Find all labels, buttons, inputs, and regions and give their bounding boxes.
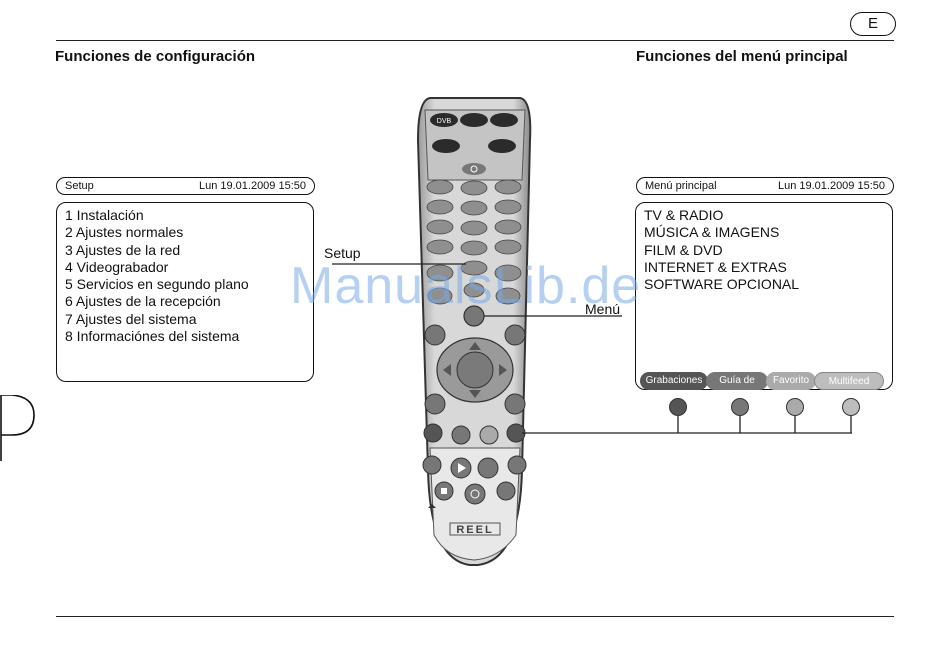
color-button-yellow[interactable]: Favorito bbox=[766, 372, 816, 390]
red-key-dot bbox=[669, 398, 687, 416]
setup-menu: 1 Instalación 2 Ajustes normales 3 Ajust… bbox=[56, 202, 314, 382]
setup-item[interactable]: 5 Servicios en segundo plano bbox=[65, 276, 249, 293]
playback-keys bbox=[422, 455, 527, 505]
setup-item[interactable]: 3 Ajustes de la red bbox=[65, 241, 181, 258]
green-key-dot bbox=[731, 398, 749, 416]
main-menu: TV & RADIO MÚSICA & IMAGENS FILM & DVD I… bbox=[635, 202, 893, 390]
setup-datetime: Lun 19.01.2009 15:50 bbox=[198, 180, 306, 192]
setup-item[interactable]: 2 Ajustes normales bbox=[65, 224, 184, 241]
color-button-red[interactable]: Grabaciones bbox=[640, 372, 708, 390]
setup-item[interactable]: 8 Informaciónes del sistema bbox=[65, 328, 240, 345]
setup-item[interactable]: 7 Ajustes del sistema bbox=[65, 310, 197, 327]
setup-titlebar: Setup Lun 19.01.2009 15:50 bbox=[56, 177, 315, 195]
watermark: ManualsLib.de bbox=[290, 257, 642, 315]
dvb-button bbox=[430, 113, 458, 127]
yellow-key-dot bbox=[786, 398, 804, 416]
bottom-rule bbox=[56, 616, 894, 617]
main-menu-item[interactable]: FILM & DVD bbox=[644, 241, 723, 258]
main-menu-datetime: Lun 19.01.2009 15:50 bbox=[777, 180, 885, 192]
number-pad bbox=[426, 179, 522, 305]
blue-key-dot bbox=[842, 398, 860, 416]
remote-brand: REEL bbox=[456, 524, 493, 536]
left-heading: Funciones de configuración bbox=[55, 48, 256, 65]
main-menu-item[interactable]: SOFTWARE OPCIONAL bbox=[644, 276, 800, 293]
ok-button bbox=[456, 351, 494, 389]
color-button-blue[interactable]: Multifeed bbox=[814, 372, 884, 390]
top-rule bbox=[56, 40, 894, 41]
setup-title: Setup bbox=[65, 180, 94, 192]
setup-item[interactable]: 4 Videograbador bbox=[65, 258, 169, 275]
setup-callout-label: Setup bbox=[324, 245, 361, 261]
menu-callout-label: Menú bbox=[585, 301, 621, 317]
main-menu-item[interactable]: INTERNET & EXTRAS bbox=[644, 258, 787, 275]
main-menu-titlebar: Menú principal Lun 19.01.2009 15:50 bbox=[636, 177, 894, 195]
color-keys bbox=[423, 423, 526, 445]
power-icon bbox=[462, 163, 486, 175]
setup-item[interactable]: 1 Instalación bbox=[65, 207, 144, 223]
dvb-label: DVB bbox=[437, 118, 452, 125]
language-badge: E bbox=[850, 12, 896, 36]
main-menu-title: Menú principal bbox=[645, 180, 717, 192]
main-menu-item[interactable]: MÚSICA & IMAGENS bbox=[644, 224, 780, 241]
right-heading: Funciones del menú principal bbox=[636, 48, 848, 65]
section-tab-mark bbox=[0, 395, 35, 461]
setup-item[interactable]: 6 Ajustes de la recepción bbox=[65, 293, 221, 310]
main-menu-item[interactable]: TV & RADIO bbox=[644, 207, 724, 223]
